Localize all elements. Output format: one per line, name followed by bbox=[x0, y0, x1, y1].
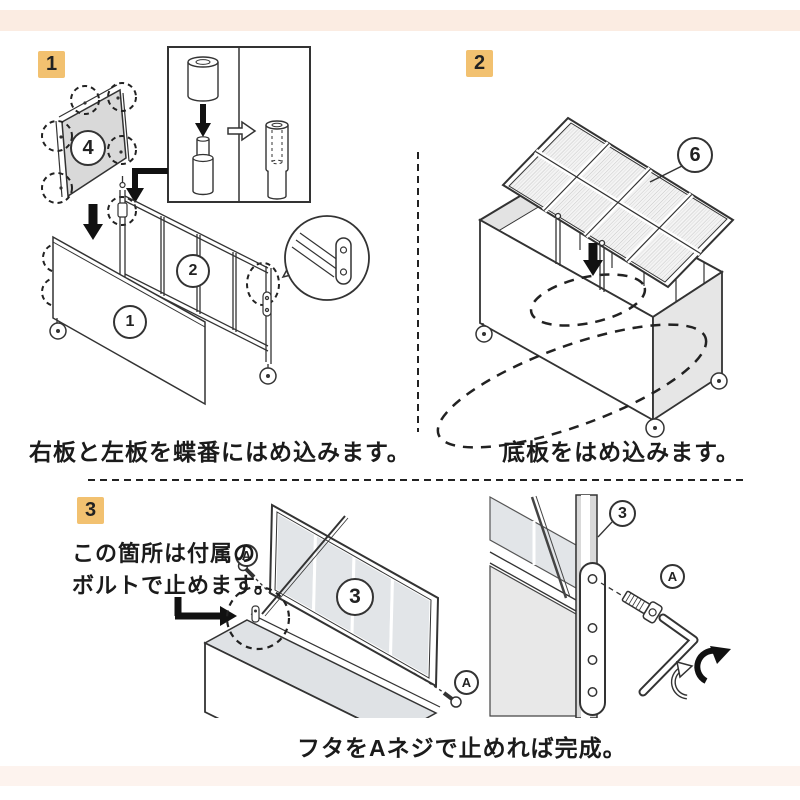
label3-leader-line bbox=[597, 521, 613, 538]
screw-label-a-3: A bbox=[660, 564, 685, 589]
hinge-bracket bbox=[251, 605, 260, 623]
step3-note-line2: ボルトで止めます。 bbox=[72, 573, 277, 598]
lid-strut bbox=[261, 515, 349, 617]
bottom-panel-markers bbox=[436, 273, 708, 449]
step2-diagram bbox=[436, 116, 735, 449]
part-label-3-corner: 3 bbox=[609, 500, 636, 527]
label6-leader-line bbox=[649, 164, 685, 183]
bolt-alignment-line bbox=[600, 582, 639, 606]
step1-caption: 右板と左板を蝶番にはめ込みます。 bbox=[29, 439, 411, 465]
part-label-4: 4 bbox=[70, 130, 106, 166]
assembly-down-arrow-1 bbox=[83, 204, 103, 240]
assembly-down-arrow-2 bbox=[583, 243, 603, 276]
bolt-a-side bbox=[621, 590, 663, 624]
corner-detail bbox=[489, 494, 731, 718]
rotate-arrow-filled bbox=[694, 646, 731, 684]
insert-down-arrow bbox=[195, 104, 211, 137]
note-pointer-arrow bbox=[174, 597, 237, 626]
part-label-2: 2 bbox=[176, 254, 210, 288]
box-right-face bbox=[652, 270, 723, 422]
step2-badge: 2 bbox=[466, 50, 493, 77]
bolt-a-bottom bbox=[413, 672, 462, 708]
step2-caption: 底板をはめ込みます。 bbox=[502, 439, 740, 465]
bottom-accent-band bbox=[0, 766, 800, 786]
hex-wrench bbox=[638, 613, 699, 697]
open-box-3 bbox=[203, 613, 441, 718]
step3-caption: フタをAネジで止めれば完成。 bbox=[297, 735, 627, 761]
spacer-detail-inset bbox=[167, 46, 311, 203]
inset-pointer-arrow bbox=[126, 168, 168, 203]
step3-badge: 3 bbox=[77, 497, 104, 524]
part-label-3-lid: 3 bbox=[336, 578, 374, 616]
mesh-lid-6 bbox=[501, 116, 735, 289]
hinge-detail-callout bbox=[281, 215, 370, 301]
step1-diagram bbox=[41, 46, 370, 406]
caster-wheels bbox=[475, 323, 728, 438]
section-dividers bbox=[88, 152, 745, 481]
part-label-1: 1 bbox=[113, 305, 147, 339]
top-accent-band bbox=[0, 10, 800, 31]
step3-note-line1: この箇所は付属の bbox=[72, 541, 257, 566]
lid-hinge-rods bbox=[554, 212, 606, 292]
hinge-plate bbox=[579, 562, 606, 716]
part-label-6: 6 bbox=[677, 137, 713, 173]
screw-label-a-1: A bbox=[235, 544, 258, 567]
step1-badge: 1 bbox=[38, 51, 65, 78]
hinge-area-marker bbox=[225, 585, 291, 651]
rotate-arrow-outline bbox=[670, 660, 694, 700]
insert-direction-arrow bbox=[227, 120, 257, 142]
screw-label-a-2: A bbox=[454, 670, 479, 695]
